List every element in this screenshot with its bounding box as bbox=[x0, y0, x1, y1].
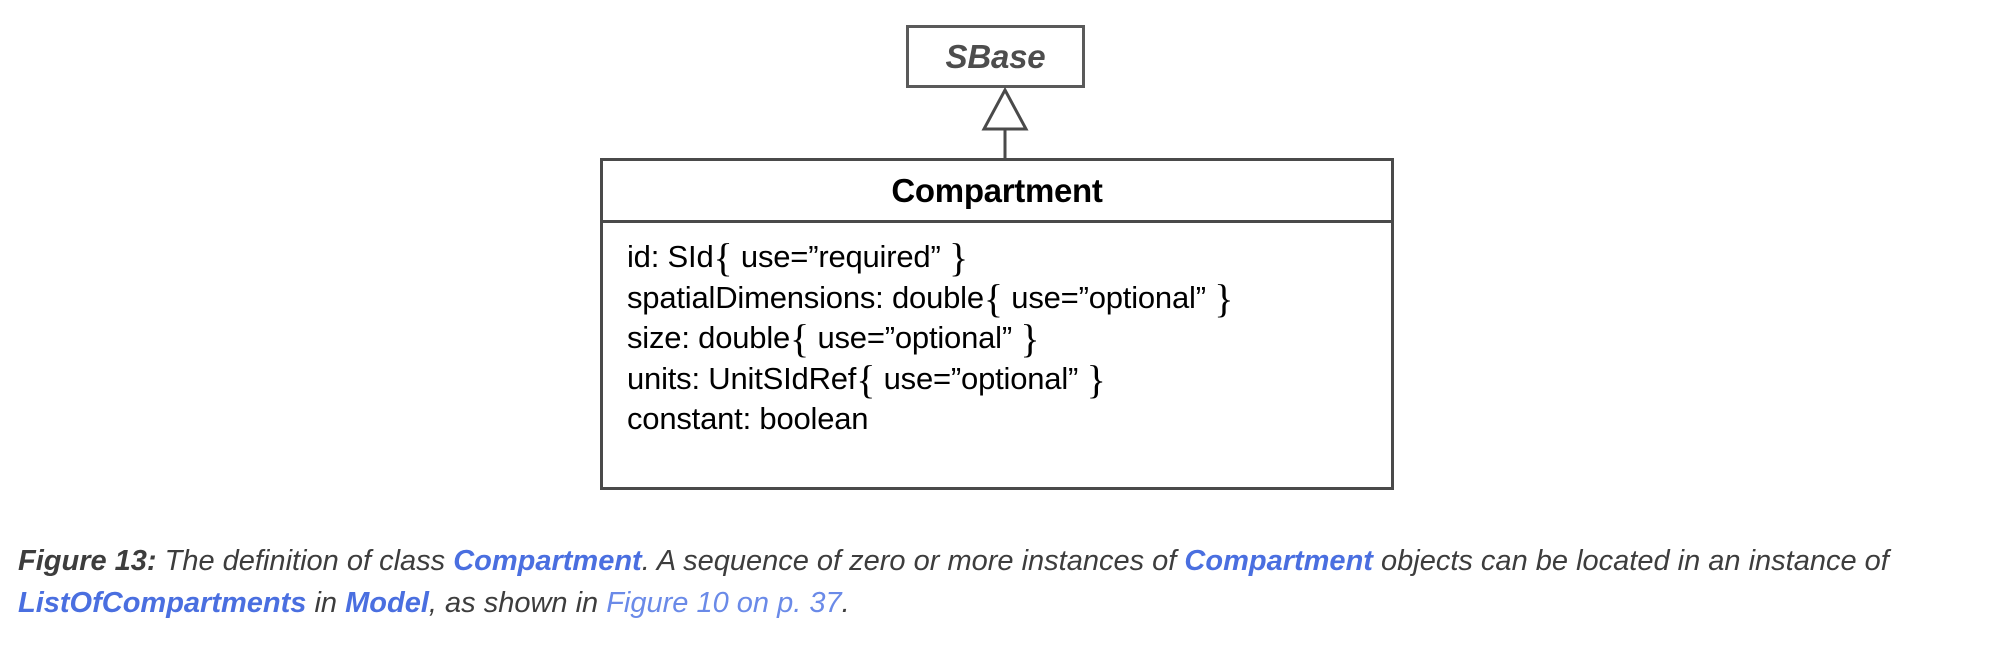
caption-class-ref-compartment[interactable]: Compartment bbox=[1184, 545, 1373, 577]
caption-segment: in bbox=[306, 587, 346, 620]
brace-close: } bbox=[1214, 275, 1234, 321]
figure-caption: Figure 13: The definition of class Compa… bbox=[18, 540, 1994, 625]
caption-segment: The definition of class bbox=[156, 545, 454, 577]
brace-open: { bbox=[856, 356, 876, 402]
compartment-class-name: Compartment bbox=[891, 171, 1103, 209]
attribute-constraint: use=”optional” bbox=[1011, 279, 1206, 315]
brace-close: } bbox=[1020, 316, 1040, 362]
caption-segment: , as shown in bbox=[428, 587, 607, 620]
attribute-constraint: use=”required” bbox=[740, 239, 941, 274]
compartment-header: Compartment bbox=[603, 161, 1391, 223]
brace-open: { bbox=[790, 316, 810, 362]
attribute-row: units: UnitSIdRef{ use=”optional” } bbox=[627, 359, 1391, 400]
caption-segment: . bbox=[841, 587, 850, 620]
caption-class-ref-model[interactable]: Model bbox=[345, 587, 429, 620]
attribute-declaration: units: UnitSIdRef bbox=[627, 360, 857, 396]
brace-open: { bbox=[713, 235, 733, 280]
attribute-row: size: double{ use=”optional” } bbox=[627, 318, 1391, 359]
attribute-constraint: use=”optional” bbox=[817, 320, 1012, 356]
caption-segment: . A sequence of zero or more instances o… bbox=[641, 545, 1185, 577]
generalization-arrow-icon bbox=[981, 86, 1029, 162]
attribute-row: spatialDimensions: double{ use=”optional… bbox=[627, 278, 1391, 319]
attribute-row: id: SId{ use=”required” } bbox=[627, 237, 1391, 278]
caption-segment: objects can be located in an instance of bbox=[1372, 545, 1889, 577]
brace-close: } bbox=[1086, 356, 1106, 402]
attribute-constraint: use=”optional” bbox=[883, 360, 1079, 396]
caption-figure-label: Figure 13: bbox=[18, 545, 157, 577]
attribute-declaration: constant: boolean bbox=[627, 401, 869, 437]
attribute-row: constant: boolean bbox=[627, 399, 1391, 440]
uml-class-box-sbase: SBase bbox=[906, 25, 1085, 88]
caption-cross-reference-link[interactable]: Figure 10 on p. 37 bbox=[606, 587, 842, 620]
sbase-class-name: SBase bbox=[945, 37, 1046, 75]
caption-class-ref-compartment[interactable]: Compartment bbox=[453, 545, 642, 577]
compartment-attribute-list: id: SId{ use=”required” } spatialDimensi… bbox=[603, 223, 1391, 440]
uml-diagram-canvas: SBase Compartment id: SId{ use=”required… bbox=[600, 25, 1394, 490]
brace-open: { bbox=[983, 275, 1003, 321]
uml-class-box-compartment: Compartment id: SId{ use=”required” } sp… bbox=[600, 158, 1394, 490]
attribute-declaration: id: SId bbox=[627, 239, 714, 274]
caption-class-ref-listofcompartments[interactable]: ListOfCompartments bbox=[18, 587, 307, 620]
attribute-declaration: size: double bbox=[627, 320, 791, 356]
brace-close: } bbox=[949, 235, 968, 280]
attribute-declaration: spatialDimensions: double bbox=[627, 279, 984, 315]
